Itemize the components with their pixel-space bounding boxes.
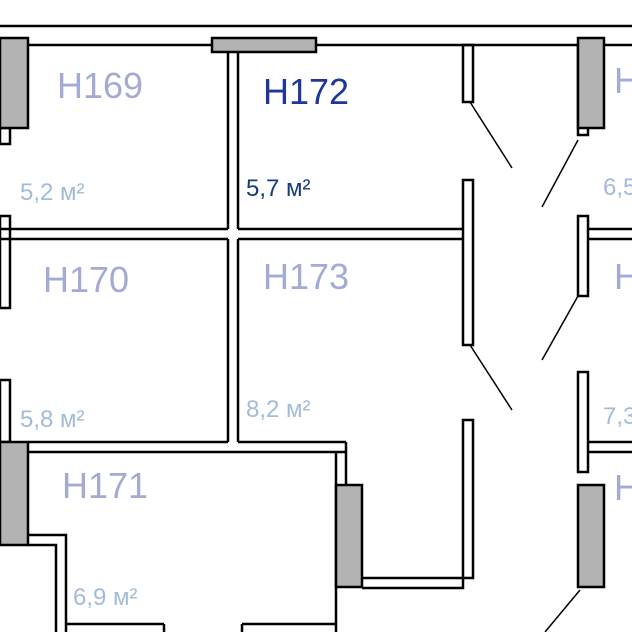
wall-h171-left-step-inner: [28, 543, 58, 632]
room-id-right-2[interactable]: H: [614, 259, 632, 295]
door-leaf-1: [461, 43, 475, 104]
left-stub-1: [0, 126, 12, 146]
room-area-h172: 5,7 м²: [246, 175, 311, 202]
left-stub-2: [0, 214, 12, 310]
room-id-h173[interactable]: H173: [263, 256, 350, 297]
wall-corridor-bottom: [362, 418, 475, 590]
door-leaf-2: [461, 178, 475, 347]
room-id-right-1[interactable]: H: [614, 63, 632, 99]
right-door-swing-3: [544, 589, 581, 632]
room-area-h169: 5,2 м²: [20, 179, 85, 206]
left-stub-3: [0, 378, 12, 444]
right-door-swing-1: [541, 139, 579, 208]
pillar-top-beam: [210, 36, 318, 54]
pillar-right-lower: [576, 483, 606, 589]
room-id-h172[interactable]: H172: [263, 71, 350, 112]
room-id-h170[interactable]: H170: [43, 259, 130, 300]
pillar-h171-left: [0, 440, 30, 547]
room-id-right-3[interactable]: H: [614, 470, 632, 506]
room-id-h169[interactable]: H169: [57, 65, 144, 106]
door-swing-1: [469, 101, 513, 169]
room-area-h173: 8,2 м²: [246, 396, 311, 423]
pillar-top-right: [576, 36, 606, 130]
wall-h171-left-step: [28, 533, 68, 632]
right-door-leaf-3: [576, 370, 590, 474]
room-area-h170: 5,8 м²: [20, 406, 85, 433]
room-id-h171[interactable]: H171: [62, 465, 149, 506]
room-area-right-1: 6,5: [603, 176, 632, 200]
pillar-h173-shaft: [334, 483, 364, 589]
right-door-leaf-2: [576, 214, 590, 298]
room-area-h171: 6,9 м²: [73, 584, 138, 611]
door-swing-2: [469, 344, 513, 411]
pillar-top-left: [0, 36, 30, 130]
room-area-right-3: 7,3: [603, 405, 632, 429]
right-door-swing-2: [541, 295, 579, 361]
